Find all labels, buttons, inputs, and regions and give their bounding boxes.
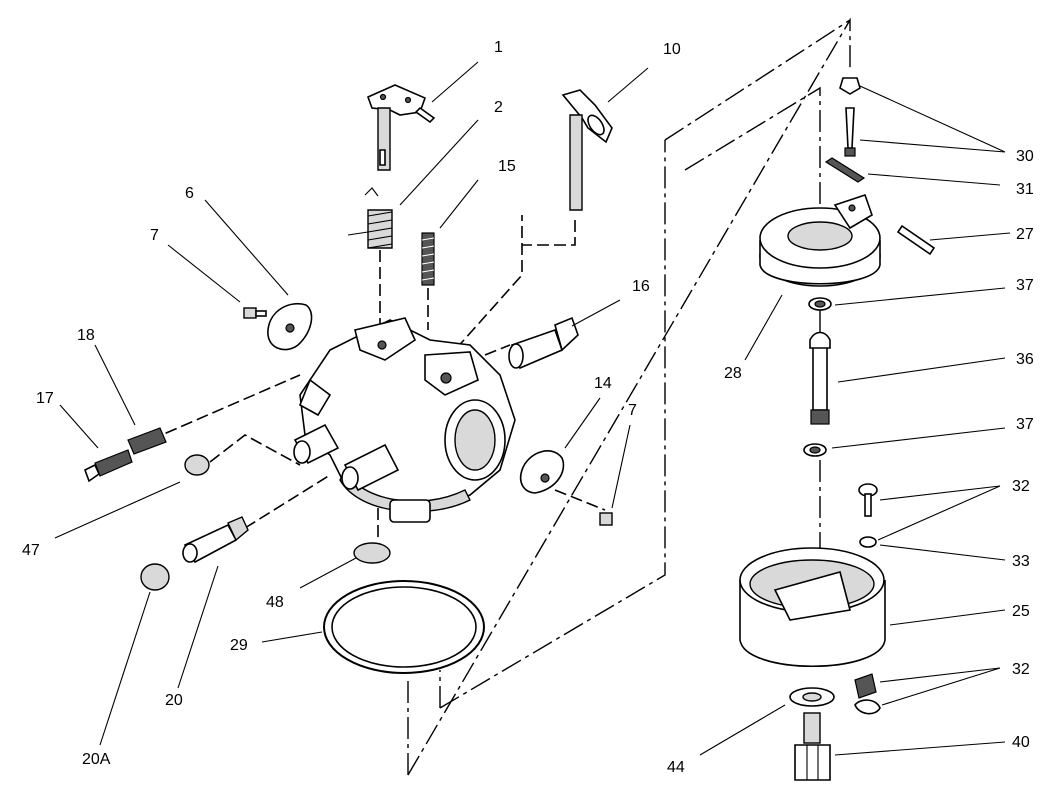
axis-screw-17 bbox=[149, 374, 301, 441]
part-32-spring-clip bbox=[854, 673, 881, 715]
part-1-throttle-shaft bbox=[366, 84, 436, 171]
part-44-washer bbox=[789, 687, 835, 707]
label-2: 2 bbox=[494, 99, 503, 116]
part-20-main-jet bbox=[182, 516, 249, 564]
part-20a-cap bbox=[140, 563, 170, 591]
part-2-spring bbox=[347, 187, 393, 249]
label-31: 31 bbox=[1016, 181, 1034, 198]
label-1: 1 bbox=[494, 39, 503, 56]
label-47: 47 bbox=[22, 542, 40, 559]
label-29: 29 bbox=[230, 637, 248, 654]
part-37-washer-bottom bbox=[803, 443, 827, 457]
label-30: 30 bbox=[1016, 148, 1034, 165]
part-14-cover-plate bbox=[519, 450, 565, 494]
label-7-right: 7 bbox=[628, 402, 637, 419]
label-37-top: 37 bbox=[1016, 277, 1034, 294]
part-33-washer bbox=[859, 536, 877, 548]
label-20: 20 bbox=[165, 692, 183, 709]
axis-plug-47 bbox=[209, 434, 301, 466]
part-48-washer bbox=[353, 542, 391, 564]
label-25: 25 bbox=[1012, 603, 1030, 620]
label-28: 28 bbox=[724, 365, 742, 382]
label-15: 15 bbox=[498, 158, 516, 175]
part-10-choke-lever bbox=[561, 89, 613, 211]
part-40-bowl-nut bbox=[794, 712, 831, 781]
part-7-screw-right bbox=[599, 512, 613, 526]
label-17: 17 bbox=[36, 390, 54, 407]
part-16-fuel-fitting bbox=[508, 316, 579, 370]
label-10: 10 bbox=[663, 41, 681, 58]
axis-lever-10 bbox=[454, 215, 576, 351]
label-36: 36 bbox=[1016, 351, 1034, 368]
part-labels: 1 2 10 15 6 7 18 17 16 14 7 47 48 29 20 … bbox=[22, 39, 1034, 776]
part-29-gasket-ring bbox=[323, 580, 485, 674]
part-27-pin bbox=[896, 224, 936, 256]
part-31-clip bbox=[824, 157, 866, 183]
part-18-spring bbox=[127, 427, 167, 455]
part-25-float-bowl bbox=[739, 547, 886, 667]
label-40: 40 bbox=[1012, 734, 1030, 751]
label-48: 48 bbox=[266, 594, 284, 611]
assembly-lines bbox=[149, 17, 851, 776]
label-44: 44 bbox=[667, 759, 685, 776]
label-32-top: 32 bbox=[1012, 478, 1030, 495]
part-28-float bbox=[759, 193, 881, 287]
label-33: 33 bbox=[1012, 553, 1030, 570]
label-7-left: 7 bbox=[150, 227, 159, 244]
part-32-drain-pin bbox=[858, 483, 878, 517]
label-18: 18 bbox=[77, 327, 95, 344]
part-15-idle-screw-spring bbox=[421, 232, 435, 286]
part-37-washer-top bbox=[808, 297, 832, 311]
part-17-mixture-screw bbox=[84, 449, 133, 483]
carburetor-body bbox=[293, 317, 516, 523]
routing-line-inner bbox=[439, 86, 821, 709]
label-16: 16 bbox=[632, 278, 650, 295]
leader-lines bbox=[54, 61, 1011, 756]
part-7-screw-left bbox=[243, 307, 267, 319]
label-37-bottom: 37 bbox=[1016, 416, 1034, 433]
label-32-bottom: 32 bbox=[1012, 661, 1030, 678]
part-30-needle-nut bbox=[839, 77, 861, 157]
label-6: 6 bbox=[185, 185, 194, 202]
label-20a: 20A bbox=[82, 751, 111, 768]
axis-16 bbox=[484, 344, 511, 356]
axis-20 bbox=[244, 474, 331, 529]
part-47-plug bbox=[184, 454, 210, 476]
axis-14 bbox=[554, 489, 606, 511]
part-36-float-shaft bbox=[809, 331, 831, 425]
part-6-plate bbox=[267, 303, 313, 351]
routing-line-outer bbox=[407, 17, 851, 776]
label-27: 27 bbox=[1016, 226, 1034, 243]
label-14: 14 bbox=[594, 375, 612, 392]
